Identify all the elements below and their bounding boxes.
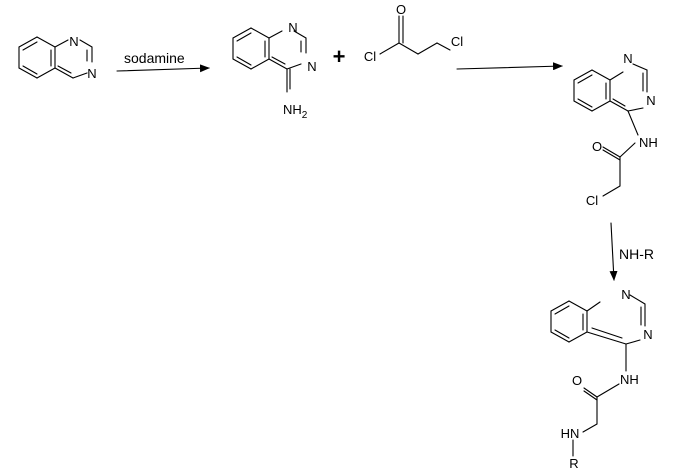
- atom-n1: N: [621, 287, 630, 302]
- plus-sign: +: [333, 44, 346, 69]
- atom-oxygen: O: [396, 2, 406, 17]
- final-product-molecule: N N NH O HN R: [550, 287, 653, 471]
- atom-amide-nh: NH: [639, 135, 658, 150]
- reaction-arrow-2: [456, 62, 563, 71]
- atom-n3: N: [643, 327, 652, 342]
- atom-n3: N: [87, 66, 96, 81]
- quinazoline-molecule: N N: [18, 34, 97, 81]
- chloroacetamide-product-molecule: N N NH O Cl: [573, 51, 658, 208]
- atom-carbonyl-oxygen: O: [592, 139, 602, 154]
- atom-n3: N: [307, 59, 316, 74]
- reagent-sodamine: sodamine: [124, 50, 185, 66]
- atom-amino: NH2: [283, 102, 308, 121]
- reagent-amine: NH-R: [619, 246, 654, 262]
- reaction-arrow-3: [609, 222, 618, 281]
- atom-carbonyl-oxygen: O: [572, 373, 582, 388]
- atom-n1: N: [288, 20, 297, 35]
- atom-chlorine-alkyl: Cl: [451, 34, 463, 49]
- atom-n1: N: [623, 51, 632, 66]
- atom-chlorine-acyl: Cl: [364, 49, 376, 64]
- atom-amide-nh: NH: [620, 372, 639, 387]
- reaction-arrow-1: [116, 64, 210, 73]
- aminoquinazoline-molecule: N N NH2: [232, 20, 317, 121]
- chloroacetyl-chloride-molecule: O Cl Cl: [364, 2, 463, 64]
- atom-amine-hn: HN: [561, 426, 580, 441]
- atom-r-group: R: [569, 456, 578, 471]
- atom-n1: N: [69, 34, 78, 49]
- atom-n3: N: [646, 93, 655, 108]
- atom-chlorine: Cl: [586, 193, 598, 208]
